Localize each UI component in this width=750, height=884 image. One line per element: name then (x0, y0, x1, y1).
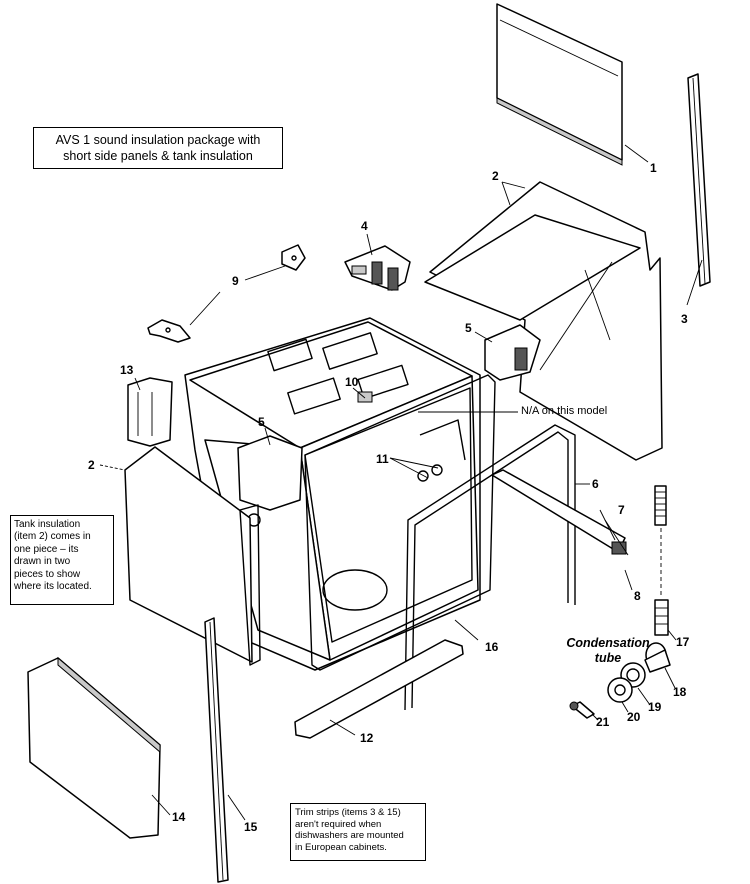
condensation-label-line-1: Condensation (566, 636, 650, 650)
callout-15: 15 (244, 820, 258, 834)
condensation-label-line-2: tube (594, 651, 622, 665)
callout-6: 6 (592, 477, 599, 491)
trim-note-line-2: aren't required when (295, 818, 382, 830)
part-14-kick-plate (27, 656, 161, 839)
callout-3: 3 (681, 312, 688, 326)
callout-5-left: 5 (258, 415, 265, 429)
avs-insulation-note: AVS 1 sound insulation package with shor… (33, 127, 283, 169)
tank-note-line-6: where its located. (14, 581, 92, 593)
trim-note-line-3: dishwashers are mounted (295, 830, 404, 841)
tank-note-line-4: drawn in two (14, 556, 71, 568)
callout-9: 9 (232, 274, 239, 288)
callout-14: 14 (172, 810, 186, 824)
part-4-bracket (344, 245, 411, 291)
part-13-bracket (127, 377, 173, 447)
callout-5-right: 5 (465, 321, 472, 335)
callout-19: 19 (648, 700, 662, 714)
callout-4: 4 (361, 219, 368, 233)
callout-7: 7 (618, 503, 625, 517)
tub-assembly (184, 317, 481, 671)
part-7-8-rail (491, 469, 627, 555)
callout-1: 1 (650, 161, 657, 175)
condensation-tube-label: Condensation tube (546, 636, 670, 666)
trim-note-line-1: Trim strips (items 3 & 15) (295, 807, 401, 818)
callout-11: 11 (376, 452, 389, 466)
callout-18: 18 (673, 685, 687, 699)
part-16-front-frame (304, 374, 496, 671)
callout-16: 16 (485, 640, 499, 654)
avs-note-line-1: AVS 1 sound insulation package with (55, 133, 261, 147)
tank-note-line-5: pieces to show (14, 568, 81, 580)
part-3-trim-strip (687, 73, 711, 287)
avs-note-line-2: short side panels & tank insulation (63, 149, 253, 163)
trim-strips-note: Trim strips (items 3 & 15) aren't requir… (290, 803, 426, 861)
callout-2-left: 2 (88, 458, 95, 472)
callout-10: 10 (345, 375, 359, 389)
part-15-trim-strip (204, 617, 229, 883)
callout-8: 8 (634, 589, 641, 603)
tank-note-line-2: (item 2) comes in (14, 531, 91, 543)
callout-17: 17 (676, 635, 690, 649)
part-6-door-seal (404, 424, 576, 711)
leader-lines (99, 144, 703, 821)
part-1-top-panel (496, 3, 623, 166)
part-12-lower-rail (294, 639, 464, 739)
callout-20: 20 (627, 710, 641, 724)
tank-note-line-3: one piece – its (14, 543, 79, 555)
condensation-tube-parts (569, 485, 671, 719)
part-5-brackets (237, 324, 541, 527)
part-2-tank-insulation-left (124, 446, 261, 666)
callout-13: 13 (120, 363, 134, 377)
trim-note-line-4: in European cabinets. (295, 841, 387, 853)
tank-note-line-1: Tank insulation (14, 519, 81, 530)
tank-insulation-note: Tank insulation (item 2) comes in one pi… (10, 515, 114, 605)
callout-21: 21 (596, 715, 610, 729)
callout-12: 12 (360, 731, 374, 745)
not-applicable-label: N/A on this model (521, 405, 608, 417)
callout-2-right: 2 (492, 169, 499, 183)
part-9-mounting-brackets (147, 244, 306, 343)
